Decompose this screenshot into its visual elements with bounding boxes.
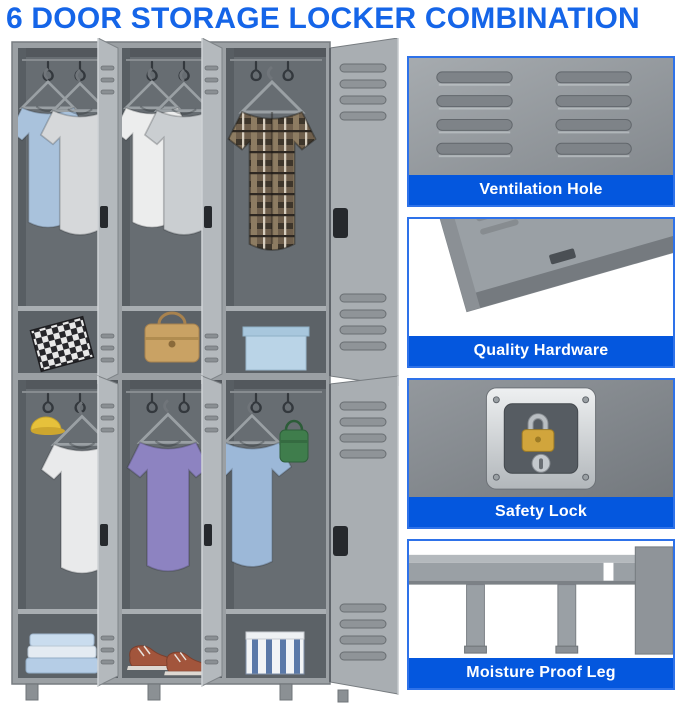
screw <box>492 473 500 481</box>
feature-banner-lock: Safety Lock <box>409 497 673 527</box>
feature-list: Ventilation Hole Quality Hardware <box>407 56 675 690</box>
folded-clothes <box>25 633 99 674</box>
locker-door-bottom-right <box>329 375 399 695</box>
locker-door-top-right <box>329 38 399 387</box>
cabinet-corner <box>433 219 673 313</box>
feature-banner-ventilation: Ventilation Hole <box>409 175 673 205</box>
locker-base-frame <box>409 554 673 585</box>
feature-card-leg: Moisture Proof Leg <box>407 539 675 690</box>
hardware-image <box>409 219 673 336</box>
side-panel <box>634 546 673 655</box>
feature-card-lock: Safety Lock <box>407 378 675 529</box>
vent-slot <box>100 65 115 71</box>
moisture-proof-leg <box>464 584 487 654</box>
feature-card-hardware: Quality Hardware <box>407 217 675 368</box>
compartment-bottom-right <box>226 380 326 678</box>
locker-illustration <box>11 38 399 703</box>
leg-image <box>409 541 673 658</box>
striped-basket <box>245 631 305 675</box>
locker-legs <box>25 683 349 703</box>
lock-image <box>409 380 673 497</box>
locker-photo <box>0 38 402 707</box>
feature-banner-leg: Moisture Proof Leg <box>409 658 673 688</box>
hinge-detail <box>549 248 576 265</box>
door-latch <box>333 208 348 238</box>
locker-door-bottom-middle <box>201 375 223 687</box>
door-latch <box>204 524 212 546</box>
hardware-illustration <box>409 219 673 336</box>
feature-card-ventilation: Ventilation Hole <box>407 56 675 207</box>
door-latch <box>333 526 348 556</box>
plaid-jacket <box>227 65 317 251</box>
keyhole <box>531 453 551 473</box>
ventilation-illustration <box>409 58 673 175</box>
feature-banner-hardware: Quality Hardware <box>409 336 673 366</box>
door-latch <box>100 206 108 228</box>
screw <box>492 396 500 404</box>
green-bag <box>279 419 309 463</box>
padlock-icon <box>521 413 555 452</box>
locker-door-bottom-left <box>97 375 119 687</box>
lock-illustration <box>409 380 673 497</box>
checkered-clutch <box>29 315 95 373</box>
compartment-top-right <box>226 48 326 373</box>
yellow-cap <box>30 416 65 435</box>
storage-box <box>242 326 310 371</box>
vent-slots <box>436 71 632 158</box>
vent-slot <box>339 63 387 73</box>
locker-door-top-left <box>97 38 119 385</box>
leg-illustration <box>409 541 673 658</box>
page-title: 6 DOOR STORAGE LOCKER COMBINATION <box>6 2 640 35</box>
moisture-proof-leg <box>555 584 579 654</box>
gold-handbag <box>144 311 200 363</box>
ventilation-image <box>409 58 673 175</box>
door-latch <box>100 524 108 546</box>
locker-door-top-middle <box>201 38 223 385</box>
door-latch <box>204 206 212 228</box>
